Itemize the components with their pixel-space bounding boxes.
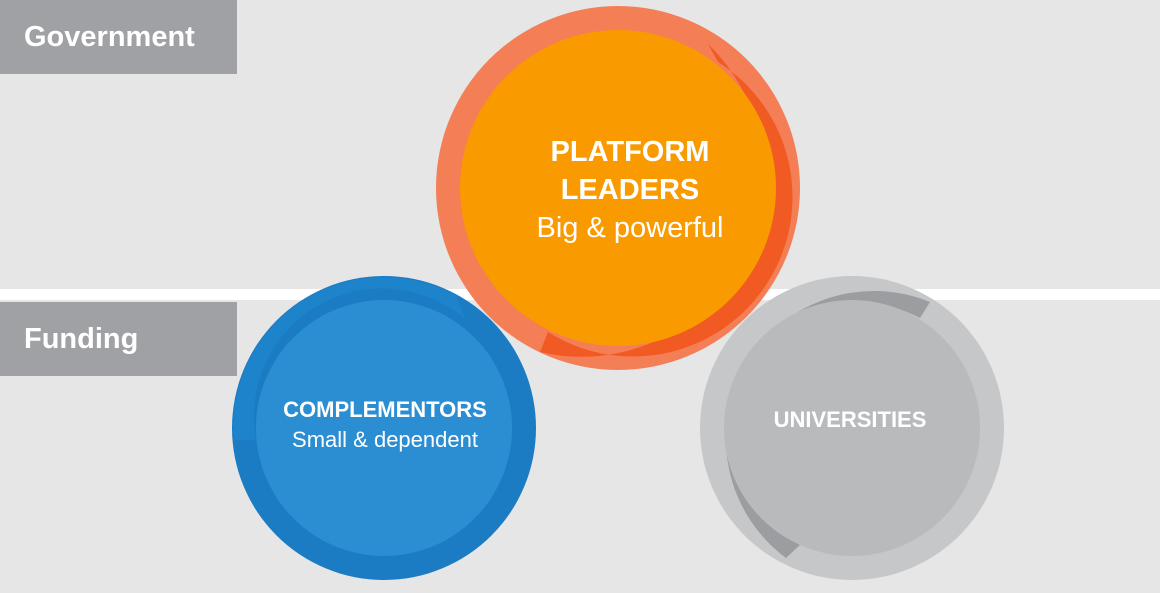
government-band-label: Government	[0, 0, 237, 74]
funding-band-label: Funding	[0, 302, 237, 376]
complementors-label: COMPLEMENTORS Small & dependent	[240, 380, 530, 470]
platform-core	[460, 30, 776, 346]
platform-title-line1: PLATFORM	[550, 136, 710, 168]
universities-title: UNIVERSITIES	[773, 407, 927, 432]
universities-label: UNIVERSITIES	[720, 390, 980, 450]
platform-subtitle: Big & powerful	[536, 212, 724, 244]
universities-node	[700, 276, 1004, 580]
complementors-title: COMPLEMENTORS	[283, 397, 487, 422]
platform-title-line2: LEADERS	[560, 174, 700, 206]
complementors-core	[256, 300, 512, 556]
platform-label: PLATFORM LEADERS Big & powerful	[470, 120, 790, 260]
complementors-subtitle: Small & dependent	[292, 427, 478, 452]
platform-node	[436, 6, 800, 370]
complementors-node	[232, 276, 536, 580]
universities-core	[724, 300, 980, 556]
complementors-ring-light	[233, 277, 466, 440]
